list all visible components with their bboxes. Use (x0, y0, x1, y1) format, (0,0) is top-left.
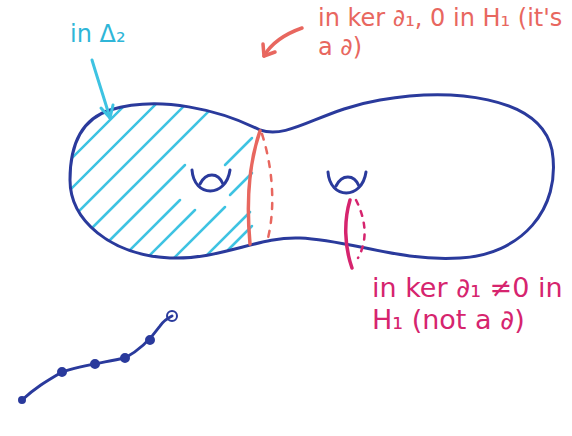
separating-cycle (248, 28, 302, 244)
holes (192, 170, 366, 193)
boundary-note: in ker ∂₁, 0 in H₁ (it's a ∂) (318, 4, 563, 62)
pointer-arrow (92, 60, 113, 118)
region-note: in Δ₂ (70, 20, 200, 49)
cycle-note: in ker ∂₁ ≠0 in H₁ (not a ∂) (372, 272, 564, 337)
dotted-path (19, 311, 177, 403)
surface-outline (70, 95, 553, 258)
handle-cycle (346, 200, 365, 268)
